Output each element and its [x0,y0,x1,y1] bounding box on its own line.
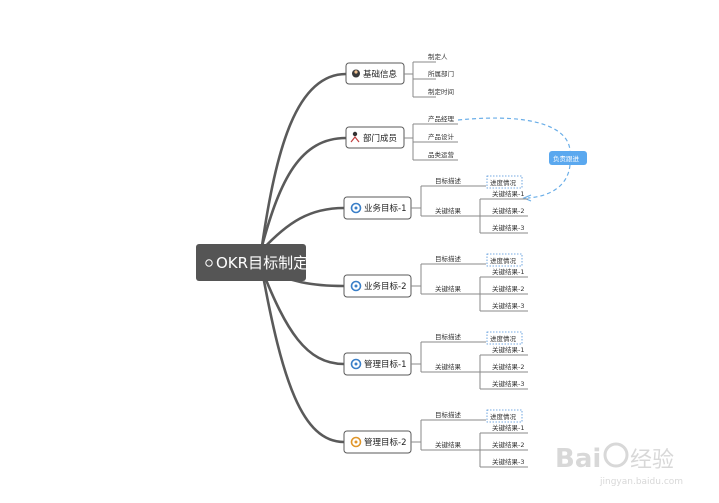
node-members[interactable]: 部门成员 [345,126,405,149]
goal-desc-2: 目标描述 [435,254,462,263]
goal-box-1[interactable]: 业务目标-1 [343,196,412,220]
watermark-url: jingyan.baidu.com [599,477,683,487]
goal-kr-2: 关键结果 [435,284,462,293]
watermark-brand: Bai [555,444,601,474]
members-leaf-2: 产品设计 [428,132,455,141]
branch-goal-1 [260,206,346,252]
callout-box[interactable]: 负责跟进 [549,151,587,165]
branch-members [260,136,348,248]
members-leaves: 产品经理 产品设计 品类运营 [404,114,458,161]
goal-kr-3: 关键结果 [435,362,462,371]
key-result-1-2: 关键结果-2 [492,206,524,215]
key-result-1-1: 关键结果-1 [492,189,524,198]
goal-kr-1: 关键结果 [435,206,462,215]
goal-desc-3: 目标描述 [435,332,462,341]
status-tag-4[interactable]: 进度情况 [486,409,523,423]
goal-label-2: 业务目标-2 [364,281,406,292]
key-result-4-1: 关键结果-1 [492,423,524,432]
branch-basic [260,72,348,248]
basic-leaf-1: 制定人 [428,52,448,61]
status-tag-2[interactable]: 进度情况 [486,253,523,267]
status-tag-1[interactable]: 进度情况 [486,175,523,189]
group-icon [352,131,358,137]
key-result-2-2: 关键结果-2 [492,284,524,293]
status-label-1: 进度情况 [490,178,517,187]
root-node[interactable]: OKR目标制定 [196,244,308,281]
goal-label-1: 业务目标-1 [364,203,406,214]
status-label-3: 进度情况 [490,334,517,343]
status-tag-3[interactable]: 进度情况 [486,331,523,345]
callout-label: 负责跟进 [553,154,580,163]
key-result-2-3: 关键结果-3 [492,301,524,310]
target-icon [205,259,213,267]
goal-box-4[interactable]: 管理目标-2 [343,430,412,454]
watermark-brand2: 经验 [630,448,674,473]
node-members-label: 部门成员 [363,133,397,144]
branch-goal-3 [260,268,346,366]
goal-desc-1: 目标描述 [435,176,462,185]
branch-goal-4 [260,268,346,444]
key-result-1-3: 关键结果-3 [492,223,524,232]
relationship-link [457,117,571,202]
paw-icon [603,442,629,468]
watermark: Bai 经验 jingyan.baidu.com [555,442,683,487]
basic-leaf-2: 所属部门 [428,69,454,78]
key-result-3-2: 关键结果-2 [492,362,524,371]
node-basic-label: 基础信息 [363,69,398,80]
basic-leaf-3: 制定时间 [428,87,454,96]
goal-box-2[interactable]: 业务目标-2 [343,274,412,298]
status-label-4: 进度情况 [490,412,517,421]
goal-label-4: 管理目标-2 [364,437,406,448]
target-dart-icon [350,280,362,292]
members-leaf-3: 品类运营 [428,150,455,159]
target-dart-icon [350,202,362,214]
goal-desc-4: 目标描述 [435,410,462,419]
key-result-3-1: 关键结果-1 [492,345,524,354]
goals-layer: 业务目标-1目标描述关键结果进度情况关键结果-1关键结果-2关键结果-3业务目标… [343,175,528,468]
key-result-2-1: 关键结果-1 [492,267,524,276]
basic-leaves: 制定人 所属部门 制定时间 [404,52,454,98]
key-result-4-2: 关键结果-2 [492,440,524,449]
key-result-4-3: 关键结果-3 [492,457,524,466]
node-basic[interactable]: 基础信息 [345,62,405,85]
goal-box-3[interactable]: 管理目标-1 [343,352,412,376]
target-dart-icon [350,436,362,448]
goal-kr-4: 关键结果 [435,440,462,449]
goal-label-3: 管理目标-1 [364,359,406,370]
members-leaf-1: 产品经理 [428,114,455,123]
key-result-3-3: 关键结果-3 [492,379,524,388]
root-label: OKR目标制定 [216,254,308,272]
status-label-2: 进度情况 [490,256,517,265]
target-dart-icon [350,358,362,370]
